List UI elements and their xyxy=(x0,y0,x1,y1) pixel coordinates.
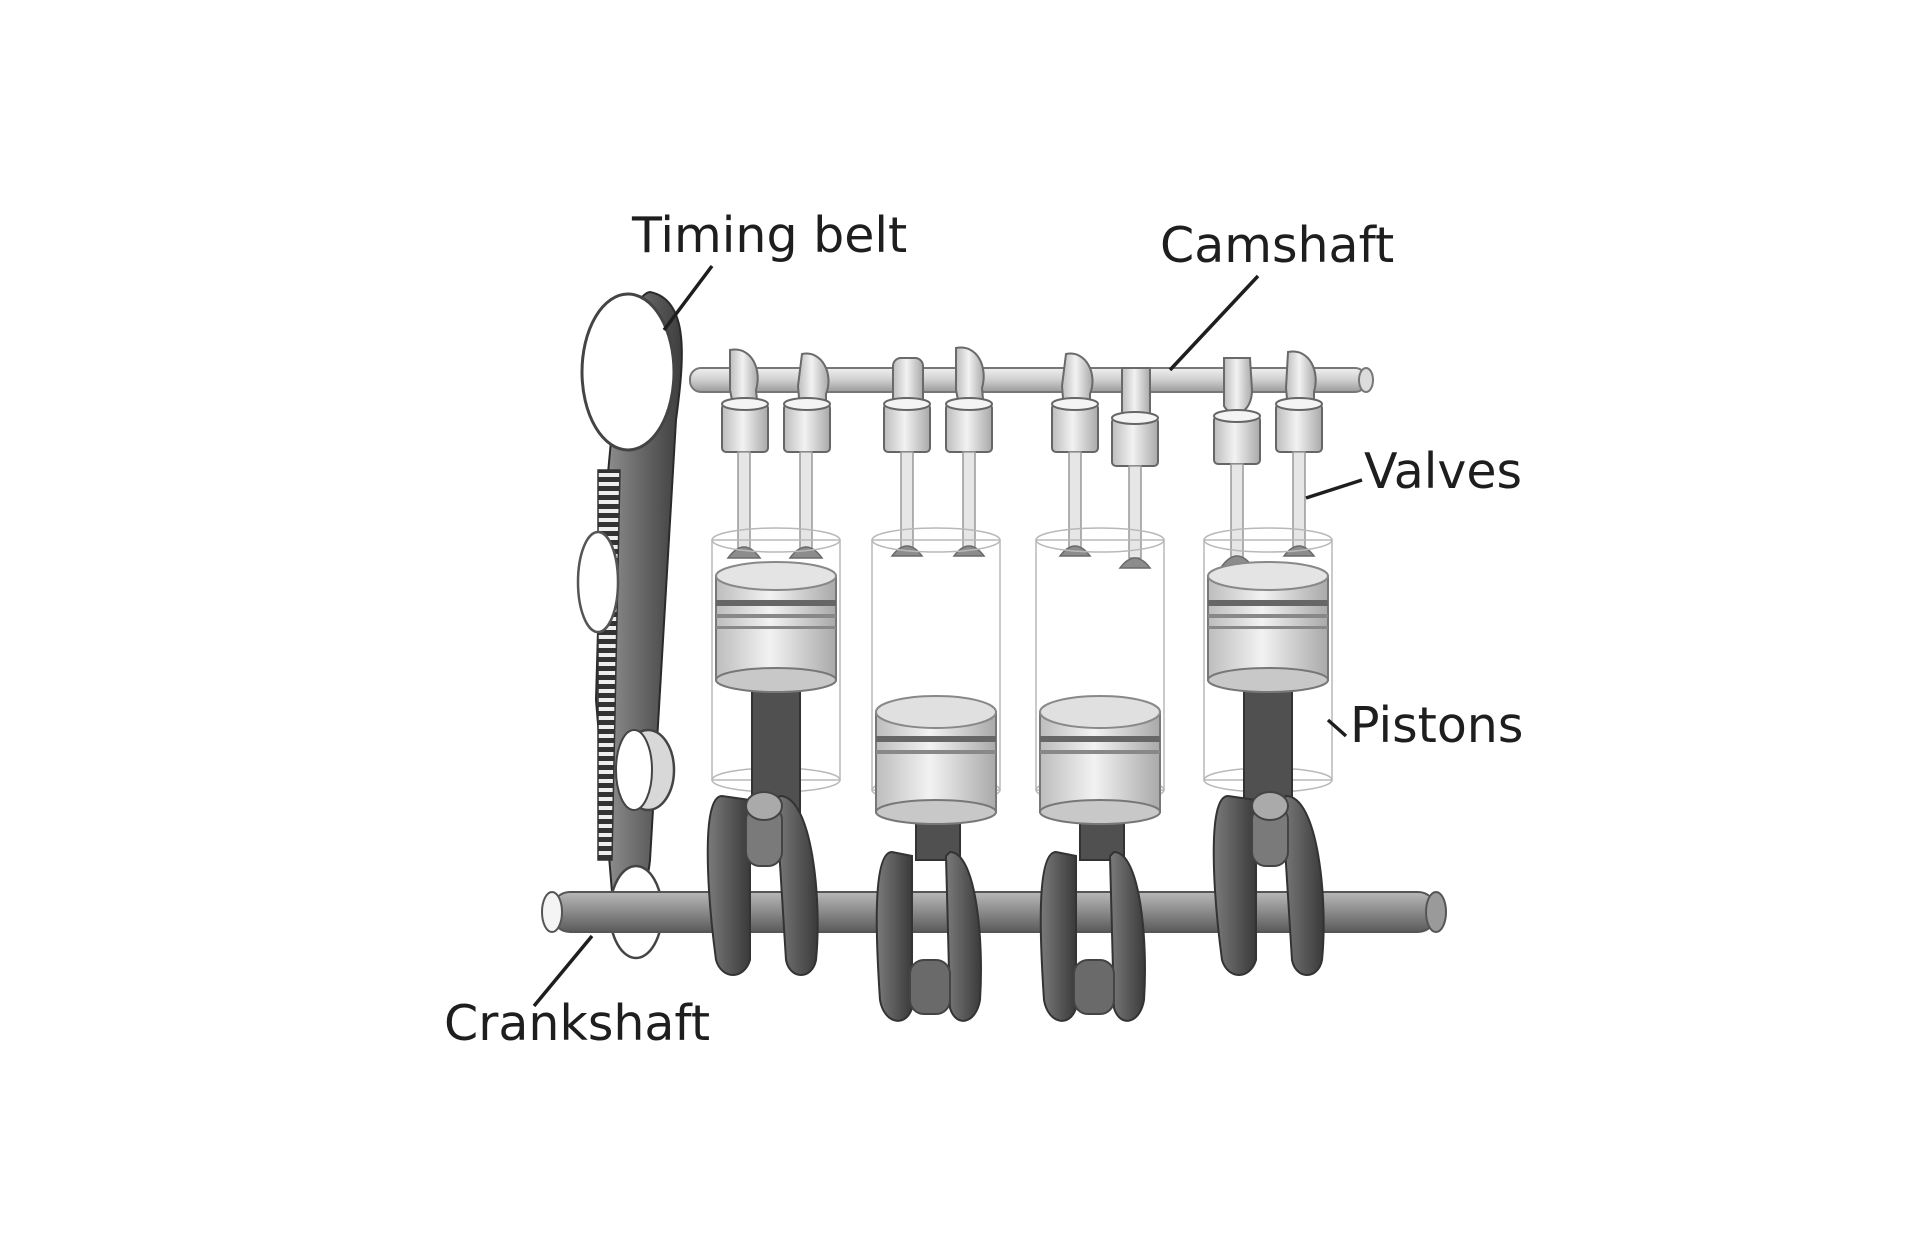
camshaft xyxy=(689,367,1374,393)
piston xyxy=(875,695,997,825)
crank-throw xyxy=(706,791,819,976)
timing-belt-label: Timing belt xyxy=(631,207,907,264)
crankshaft-leader xyxy=(532,934,594,1008)
cam-lobe xyxy=(1223,357,1254,415)
valve xyxy=(1051,397,1099,557)
cylinder-3 xyxy=(1035,527,1165,861)
valve xyxy=(1275,397,1323,557)
pistons-label: Pistons xyxy=(1350,697,1523,754)
crankshaft-label: Crankshaft xyxy=(444,995,710,1052)
valve xyxy=(1213,409,1261,567)
labels: Timing belt Camshaft Valves Pistons Cran… xyxy=(444,207,1523,1052)
crank-throw xyxy=(1212,791,1325,976)
valve xyxy=(1111,411,1159,569)
cylinder-4 xyxy=(1203,527,1333,821)
timing-belt-leader xyxy=(662,264,714,332)
piston xyxy=(1207,561,1329,693)
valve xyxy=(945,397,993,557)
valve xyxy=(721,397,769,559)
valves-label: Valves xyxy=(1364,443,1522,500)
timing-belt xyxy=(576,290,683,960)
piston xyxy=(1039,695,1161,825)
valve xyxy=(883,397,931,557)
pistons-leader xyxy=(1326,718,1348,738)
cylinder-1 xyxy=(711,527,841,821)
piston xyxy=(715,561,837,693)
camshaft-label: Camshaft xyxy=(1160,217,1394,274)
crank-throw xyxy=(1039,850,1146,1022)
crankshaft xyxy=(541,791,1447,1022)
leader-lines xyxy=(532,264,1363,1008)
valve xyxy=(783,397,831,559)
valves-leader xyxy=(1305,478,1363,500)
valves xyxy=(721,397,1323,569)
crank-throw xyxy=(875,850,982,1022)
camshaft-leader xyxy=(1168,274,1260,372)
cylinder-2 xyxy=(871,527,1001,861)
